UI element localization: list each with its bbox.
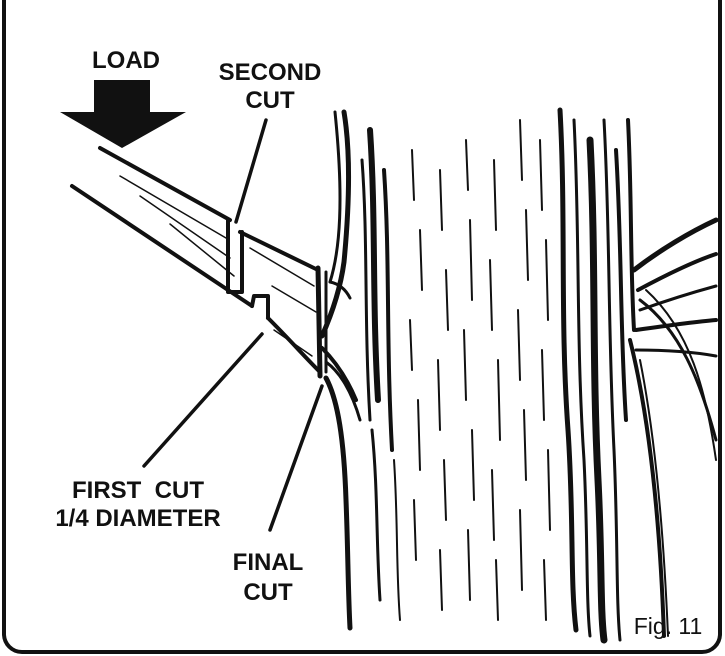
final-cut-line <box>315 265 328 379</box>
tree-limb <box>70 146 322 374</box>
first-cut-notch <box>250 294 270 320</box>
first-cut-leader <box>142 332 264 468</box>
second-cut-label-line1: SECOND <box>219 59 322 86</box>
tree-trunk <box>319 107 719 644</box>
second-cut-leader <box>234 118 268 224</box>
final-cut-label-line2: CUT <box>243 579 293 606</box>
second-cut-label-line2: CUT <box>245 87 295 114</box>
second-cut-notch <box>226 218 244 294</box>
figure-caption: Fig. 11 <box>634 613 703 639</box>
load-arrow-icon <box>60 80 186 148</box>
final-cut-label-line1: FINAL <box>233 549 304 576</box>
first-cut-label-line2: 1/4 DIAMETER <box>55 505 220 532</box>
final-cut-leader <box>268 384 324 532</box>
load-label: LOAD <box>92 47 160 74</box>
first-cut-label-line1: FIRST CUT <box>72 477 204 504</box>
